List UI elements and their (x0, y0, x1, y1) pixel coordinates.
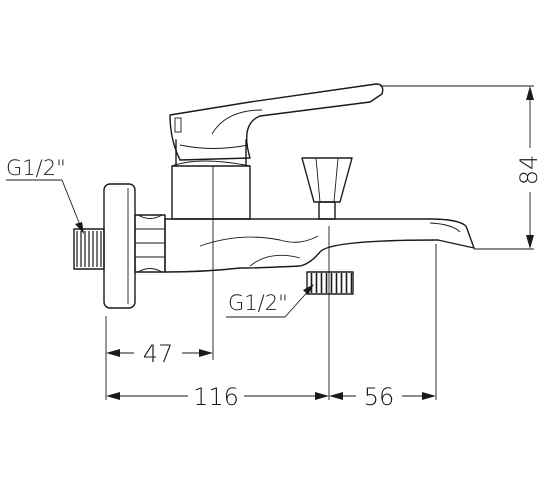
outlet-thread-callout: G1/2" (226, 284, 314, 318)
outlet-thread-label: G1/2" (228, 291, 288, 315)
inlet-thread-pipe (73, 228, 105, 270)
extension-lines (105, 85, 534, 400)
inlet-thread-label: G1/2" (6, 156, 66, 180)
dim-116-label: 116 (193, 383, 239, 411)
dimension-outlet-to-spout: 56 (329, 383, 436, 411)
hex-nut (134, 214, 166, 273)
dim-47-label: 47 (143, 340, 174, 368)
inlet-thread-callout: G1/2" (6, 156, 84, 234)
faucet-body (73, 83, 475, 309)
outlet-thread (306, 271, 354, 295)
dimension-wall-to-axis: 47 (106, 340, 213, 368)
cartridge-housing (171, 139, 251, 220)
diverter-knob (301, 157, 353, 220)
dimension-wall-to-outlet: 116 (106, 383, 329, 411)
dimension-height: 84 (515, 86, 543, 249)
wall-flange (103, 183, 136, 309)
main-body-and-spout (164, 218, 475, 273)
dim-56-label: 56 (364, 383, 395, 411)
dim-height-label: 84 (515, 155, 543, 186)
lever-handle (169, 83, 384, 161)
